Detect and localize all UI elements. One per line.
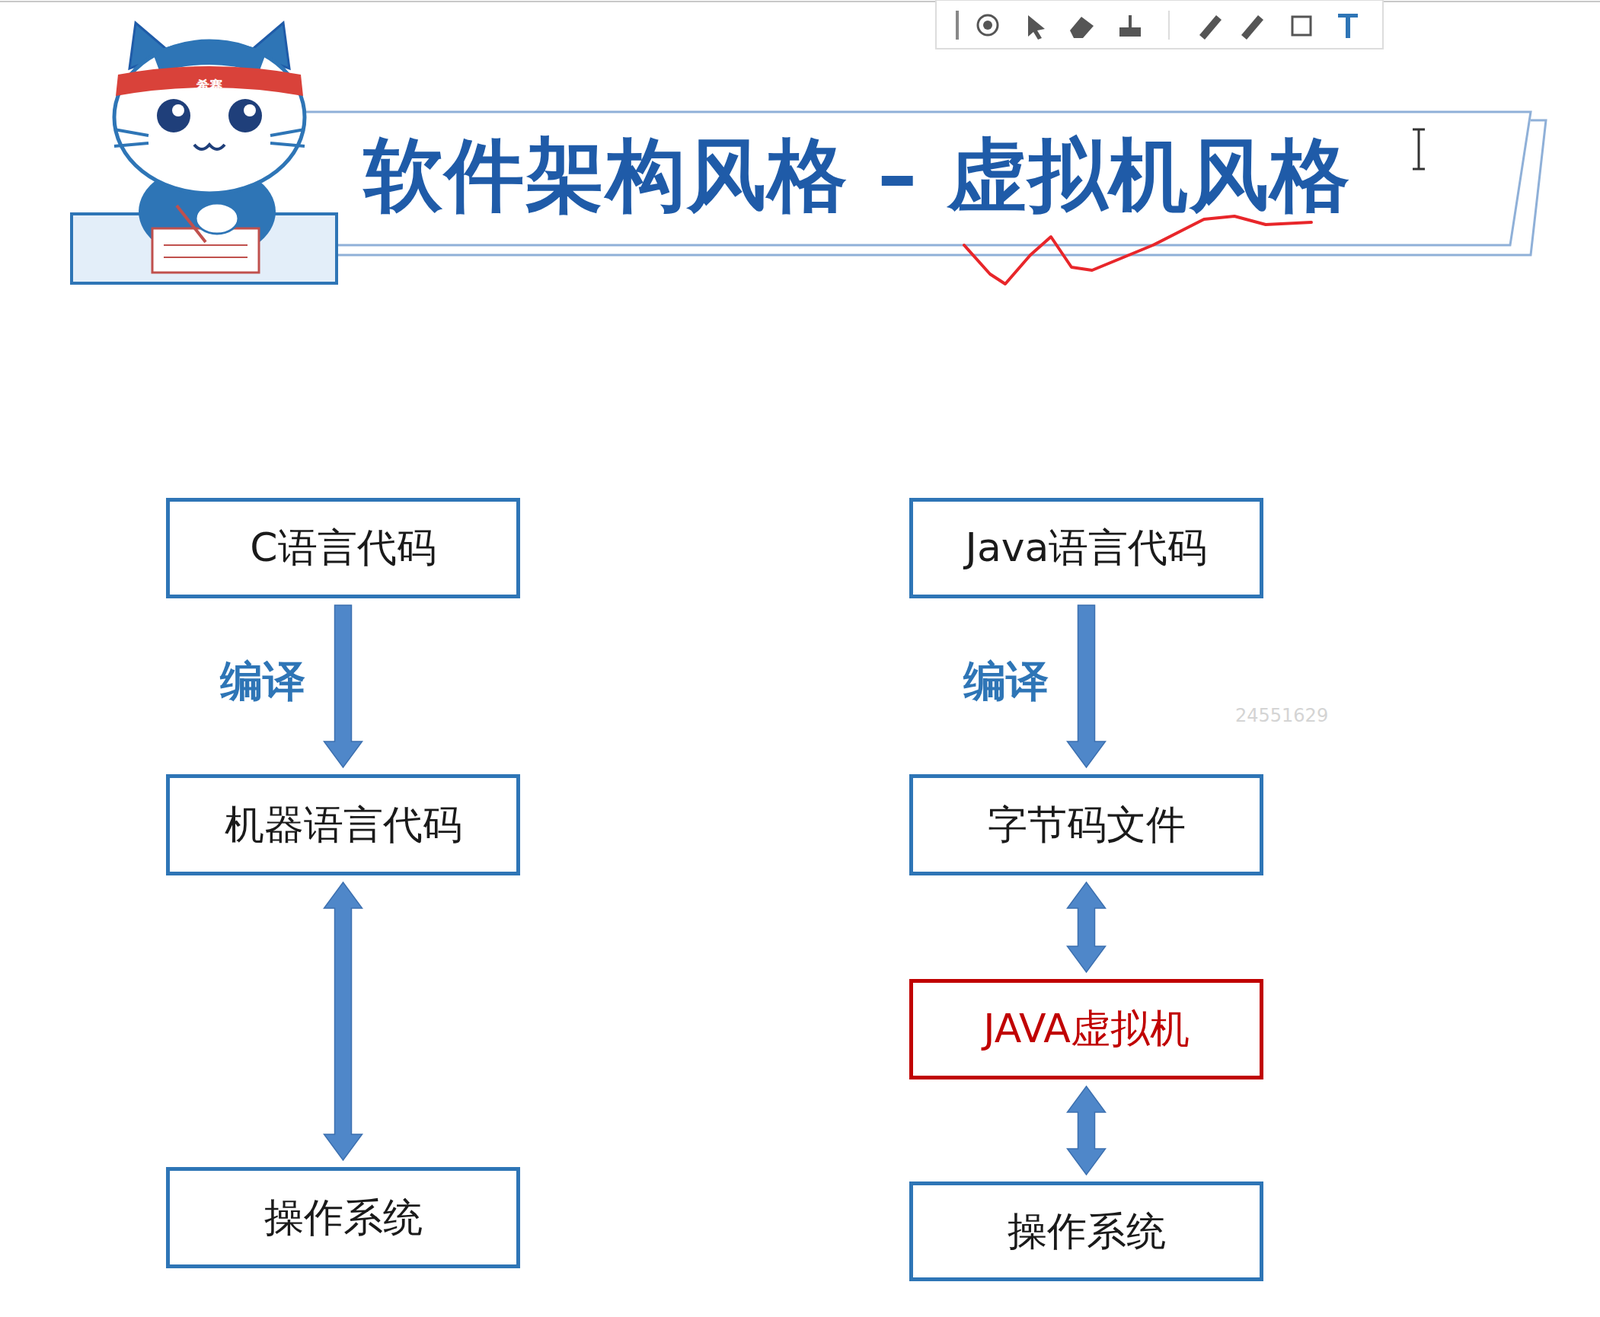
box-label: C语言代码 (249, 525, 436, 572)
notebook-line (163, 256, 248, 259)
toolbar-grip (955, 10, 959, 40)
double-arrow (1067, 1086, 1106, 1176)
record-icon (977, 15, 998, 36)
text-cursor (1412, 129, 1425, 170)
process-box: 操作系统 (909, 1181, 1264, 1282)
title-banner (306, 111, 1546, 256)
cat-paw (195, 203, 239, 234)
box-label: JAVA虚拟机 (983, 1006, 1190, 1053)
rect-icon (1292, 16, 1311, 36)
headband (115, 66, 304, 96)
slide-title: 软件架构风格 – 虚拟机风格 (364, 127, 1351, 224)
process-box: C语言代码 (166, 498, 521, 599)
pencil (176, 205, 206, 243)
process-box: Java语言代码 (909, 498, 1264, 599)
record-icon-dot (983, 20, 993, 30)
cat-mascot (71, 22, 337, 284)
notebook (152, 228, 259, 273)
double-arrow (1067, 882, 1106, 973)
cat-mouth (194, 144, 225, 150)
process-box: 字节码文件 (909, 774, 1264, 876)
cat-head (114, 41, 305, 194)
eraser-icon (1069, 16, 1094, 39)
process-box: 操作系统 (166, 1167, 521, 1269)
pen-icon (1199, 15, 1222, 40)
logo-text: 希赛 (196, 76, 223, 95)
banner-frame (306, 111, 1531, 246)
banner-shadow (336, 120, 1546, 256)
edge-label: 编译 (220, 653, 306, 712)
pointer-icon (1028, 15, 1045, 40)
cat-whiskers (114, 129, 305, 147)
box-label: 操作系统 (264, 1195, 423, 1242)
double-arrow (324, 882, 363, 1161)
notebook-line (163, 244, 248, 246)
flow-arrow (1067, 605, 1106, 768)
eye-glint (172, 104, 185, 117)
box-label: 操作系统 (1007, 1209, 1166, 1256)
box-label: 机器语言代码 (224, 802, 463, 849)
clear-icon (1119, 15, 1141, 37)
eye-glint (243, 104, 256, 117)
marker-icon (1241, 15, 1264, 40)
cat-eye (228, 99, 262, 133)
flow-arrow (324, 605, 363, 768)
toolbar-divider (1168, 10, 1170, 40)
box-label: Java语言代码 (965, 525, 1208, 572)
annotation-squiggle (964, 216, 1312, 285)
cat-eye (156, 99, 191, 133)
box-label: 字节码文件 (987, 802, 1186, 849)
watermark: 24551629 (1235, 705, 1329, 727)
vm-box: JAVA虚拟机 (909, 979, 1264, 1080)
toolbar-frame (935, 0, 1383, 49)
text-tool-icon (1338, 13, 1358, 39)
process-box: 机器语言代码 (166, 774, 521, 876)
edge-label: 编译 (963, 653, 1049, 712)
